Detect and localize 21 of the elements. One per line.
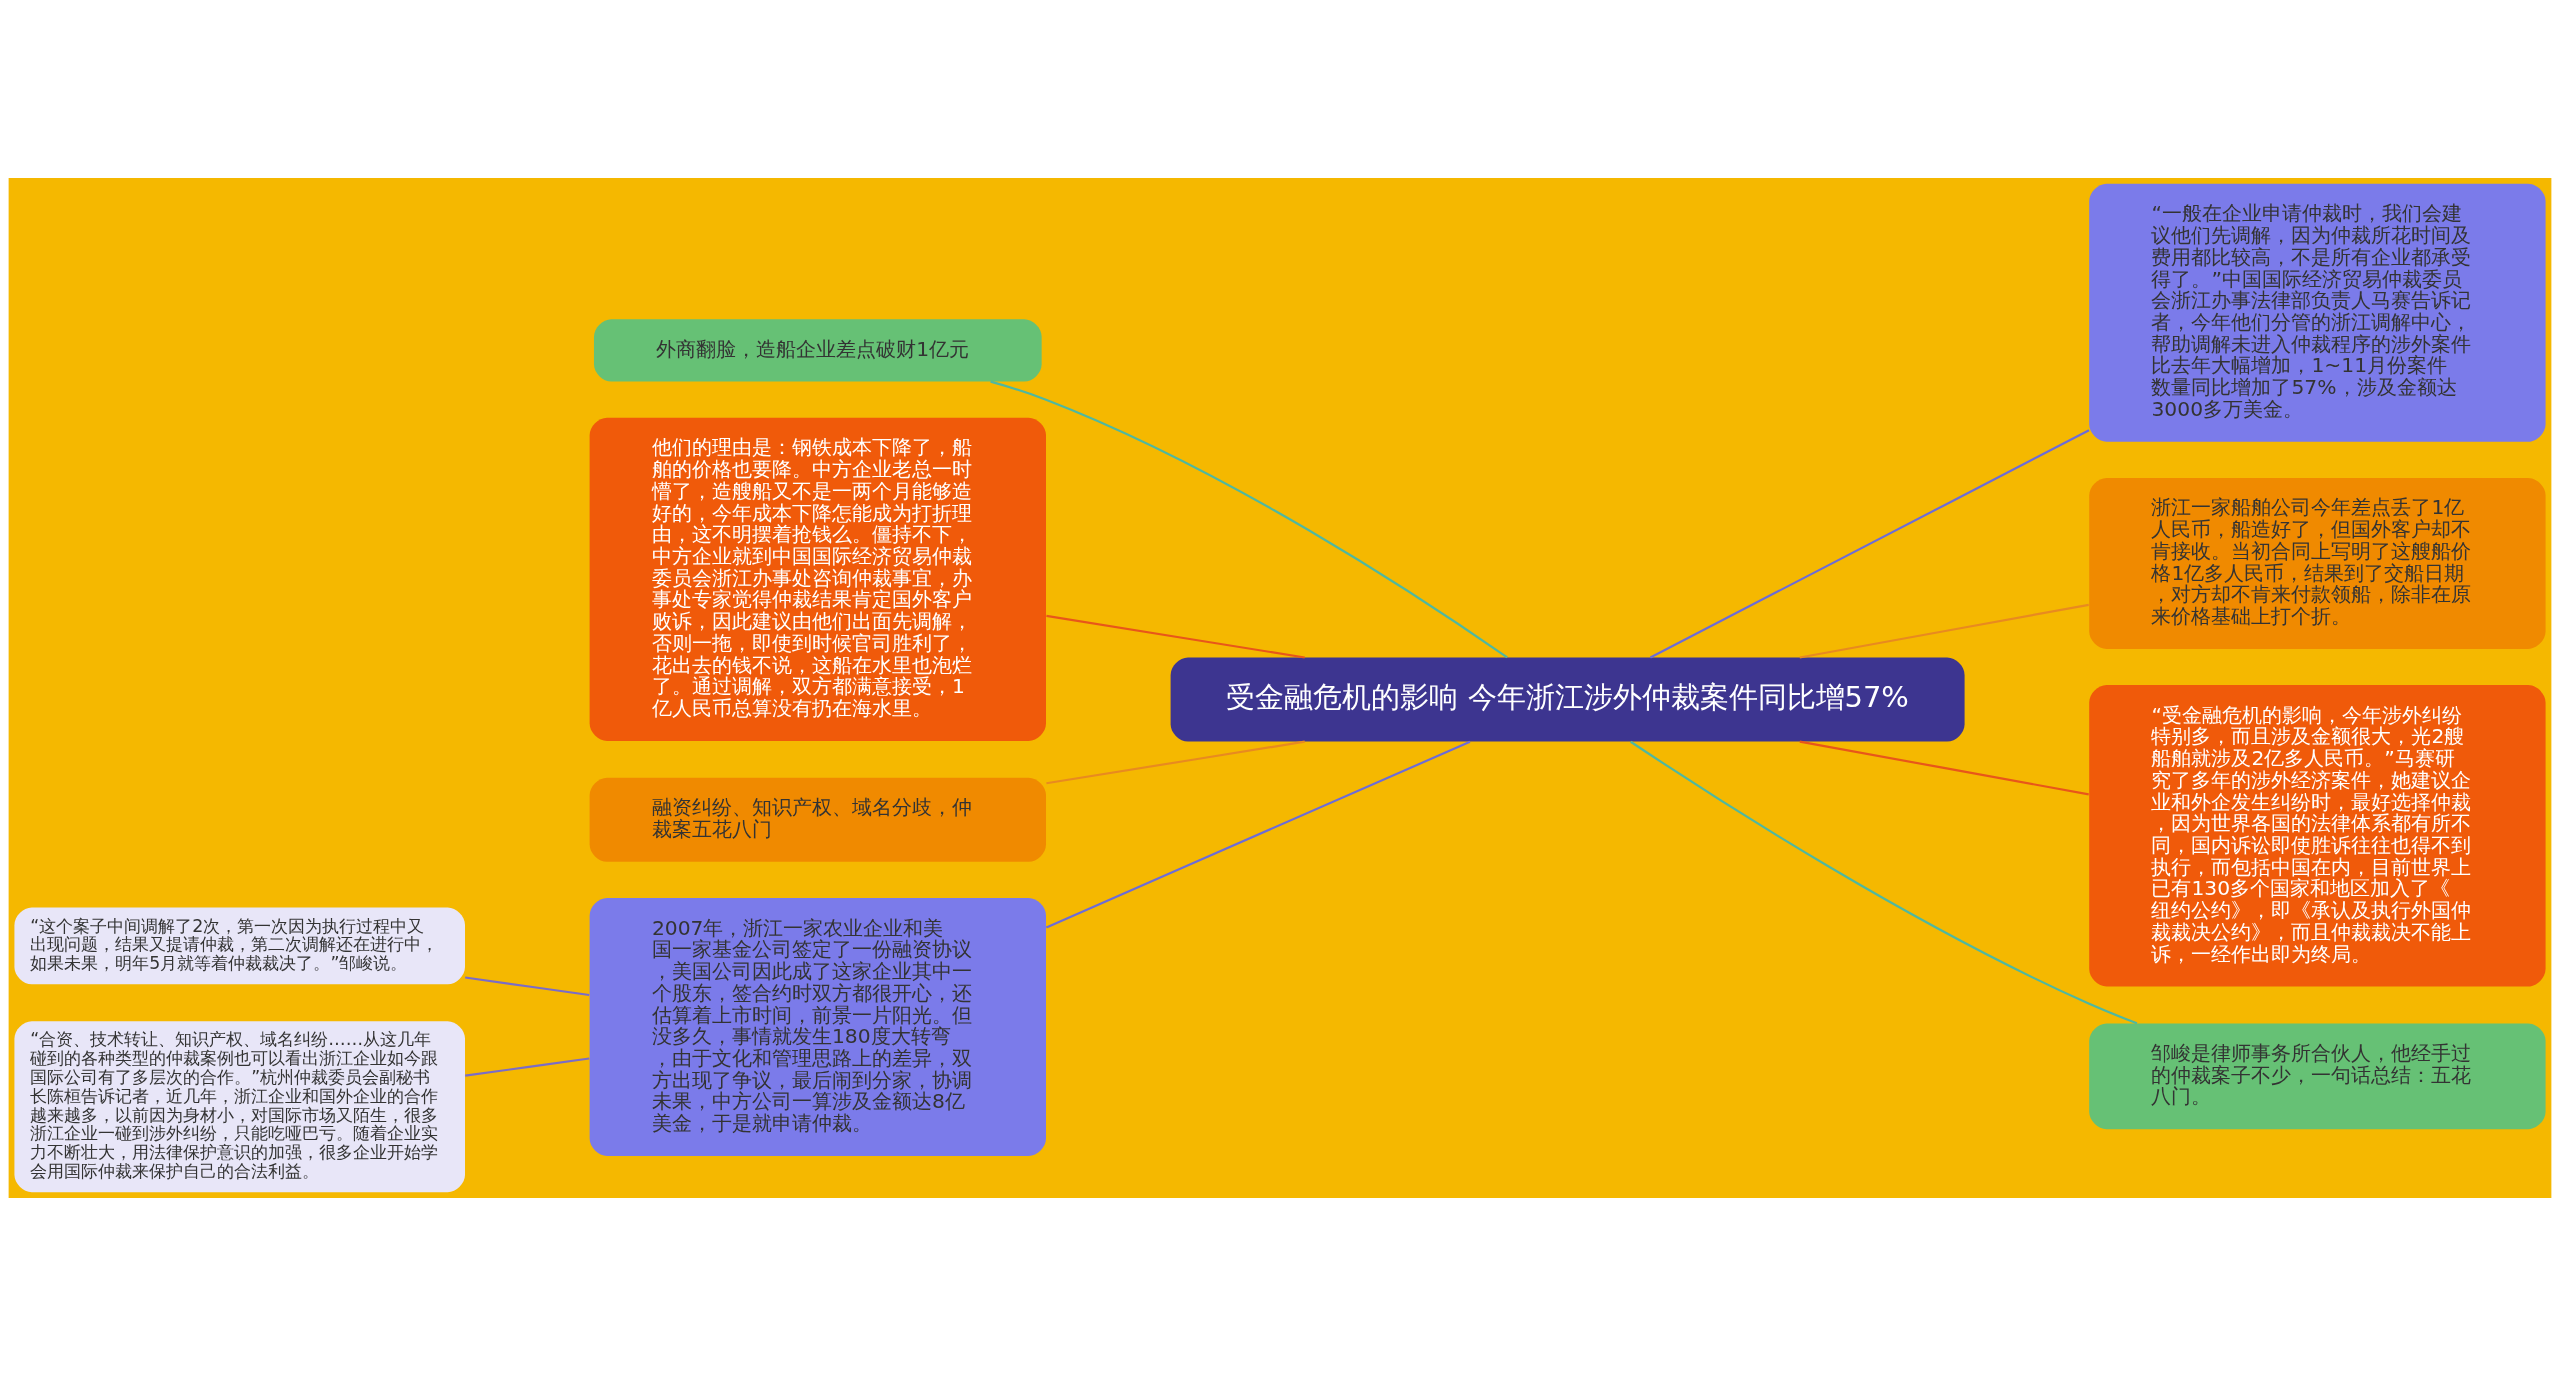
connector	[990, 380, 1508, 658]
connector	[1046, 740, 1305, 784]
node-box: 浙江一家船舶公司今年差点丢了1亿人民币，船造好了，但国外客户却不肯接收。当初合同上写明了这艘船价格1亿多人民币，结果到了交船日期，对方却不肯来付款领船，除非在原来价格基础上打个折。	[2089, 477, 2546, 649]
node-box: “这个案子中间调解了2次，第一次因为执行过程中又出现问题，结果又提请仲裁，第二次调解还在进行中，如果未果，明年5月就等着仲裁裁决了。”邹峻说。	[14, 907, 465, 984]
node-box: “合资、技术转让、知识产权、域名纠纷……从这几年碰到的各种类型的仲裁案例也可以看出浙江企业如今跟国际公司有了多层次的合作。”杭州仲裁委员会副秘书长陈桓告诉记者，近几年，浙江企业和国外企业的合作越来越多，以前因为身材小，对国际市场又陌生，很多浙江企业一碰到涉外纠纷，只能吃哑巴亏。随着企业实力不断壮大，用法律保护意识的加强，很多企业开始学会用国际仲裁来保护自己的合法利益。	[14, 1020, 465, 1192]
connector	[465, 1056, 590, 1077]
connector	[1649, 428, 2090, 658]
node-box: 他们的理由是：钢铁成本下降了，船舶的价格也要降。中方企业老总一时懵了，造艘船又不是一两个月能够造好的，今年成本下降怎能成为打折理由，这不明摆着抢钱么。僵持不下，中方企业就到中国国际经济贸易仲裁委员会浙江办事处咨询仲裁事宜，办事处专家觉得仲裁结果肯定国外客户败诉，因此建议由他们出面先调解，否则一拖，即使到时候官司胜利了，花出去的钱不说，这船在水里也泡烂了。通过调解，双方都满意接受，1亿人民币总算没有扔在海水里。	[589, 417, 1046, 741]
connector	[465, 975, 590, 996]
node-box: 受金融危机的影响 今年浙江涉外仲裁案件同比增57%	[1170, 657, 1965, 742]
connector	[1799, 740, 2089, 795]
connector	[1799, 603, 2089, 659]
connector	[1046, 614, 1305, 659]
node-box: 外商翻脸，造船企业差点破财1亿元	[593, 318, 1042, 382]
connector	[1630, 740, 2138, 1024]
connector	[1045, 740, 1471, 928]
node-box: “一般在企业申请仲裁时，我们会建议他们先调解，因为仲裁所花时间及费用都比较高，不是所有企业都承受得了。”中国国际经济贸易仲裁委员会浙江办事法律部负责人马赛告诉记者，今年他们分管的浙江调解中心，帮助调解未进入仲裁程序的涉外案件比去年大幅增加，1~11月份案件数量同比增加了57%，涉及金额达3000多万美金。	[2089, 183, 2546, 442]
node-box: 邹峻是律师事务所合伙人，他经手过的仲裁案子不少，一句话总结：五花八门。	[2089, 1022, 2546, 1129]
node-box: “受金融危机的影响，今年涉外纠纷特别多，而且涉及金额很大，光2艘船舶就涉及2亿多人民币。”马赛研究了多年的涉外经济案件，她建议企业和外企发生纠纷时，最好选择仲裁，因为世界各国的法律体系都有所不同，国内诉讼即使胜诉往往也得不到执行，而包括中国在内，目前世界上已有130多个国家和地区加入了《纽约公约》，即《承认及执行外国仲裁裁决公约》，而且仲裁裁决不能上诉，一经作出即为终局。	[2089, 684, 2546, 986]
node-box: 融资纠纷、知识产权、域名分歧，仲裁案五花八门	[589, 777, 1046, 862]
node-box: 2007年，浙江一家农业企业和美国一家基金公司签定了一份融资协议，美国公司因此成了这家企业其中一个股东，签合约时双方都很开心，还估算着上市时间，前景一片阳光。但没多久，事情就发生180度大转弯，由于文化和管理思路上的差异，双方出现了争议，最后闹到分家，协调未果，中方公司一算涉及金额达8亿美金，于是就申请仲裁。	[589, 897, 1046, 1156]
